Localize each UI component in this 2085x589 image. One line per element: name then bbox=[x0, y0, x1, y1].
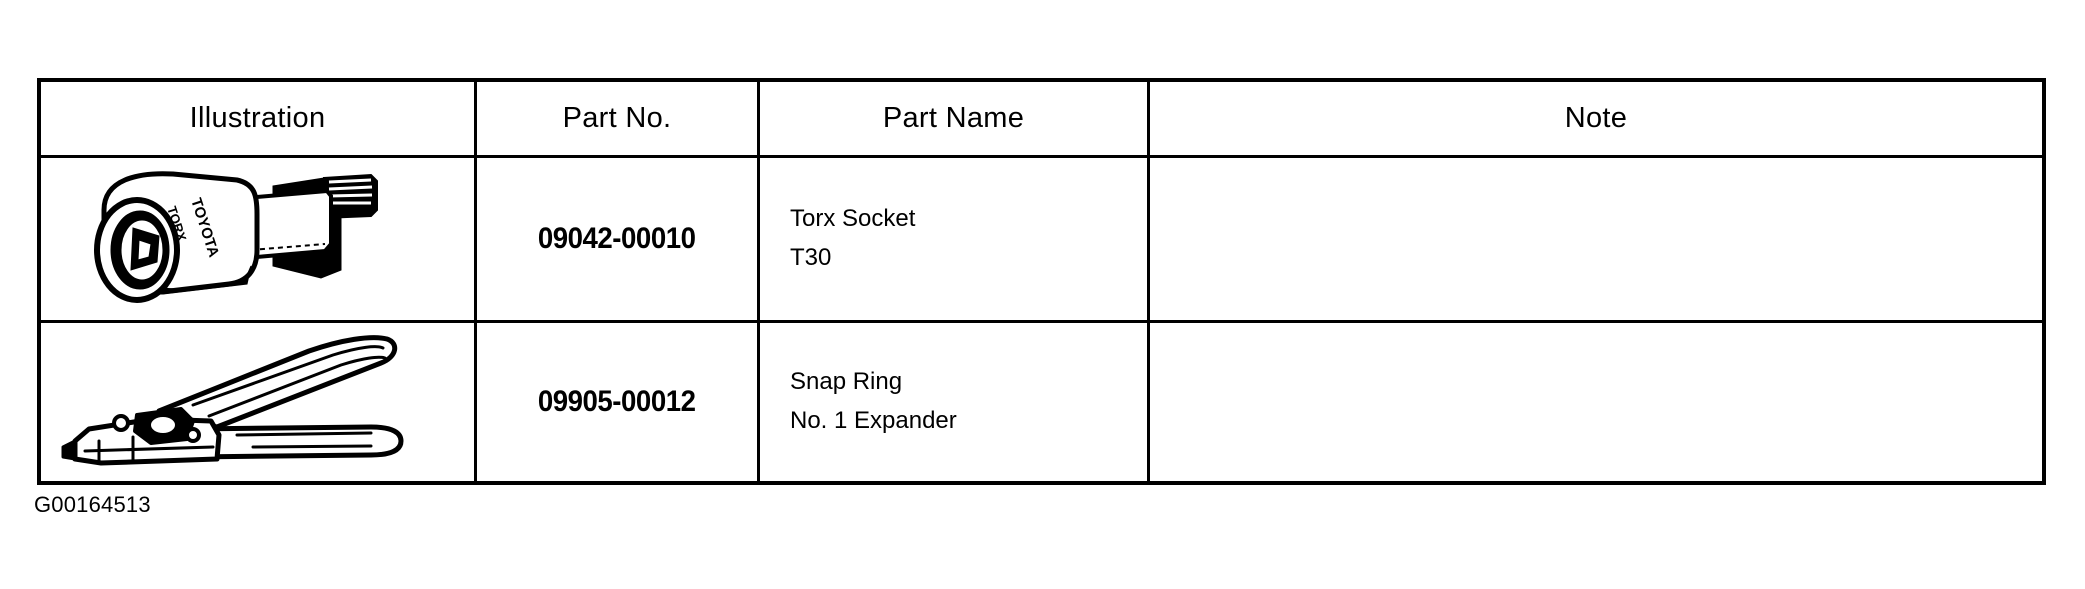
cell-part-no: 09905-00012 bbox=[477, 323, 757, 481]
table-row: 09905-00012 Snap Ring No. 1 Expander bbox=[41, 323, 2042, 481]
snap-ring-pliers-icon bbox=[41, 323, 474, 481]
cell-part-no: 09042-00010 bbox=[477, 158, 757, 320]
table-row: TOYOTA TORX 09042-00010 Torx Socket T30 bbox=[41, 158, 2042, 320]
cell-illustration: TOYOTA TORX bbox=[41, 158, 474, 320]
part-no-value: 09042-00010 bbox=[538, 222, 696, 255]
part-name-line: T30 bbox=[790, 244, 832, 271]
column-header-note: Note bbox=[1564, 102, 1628, 134]
table-row-divider bbox=[41, 320, 2042, 323]
cell-illustration bbox=[41, 323, 474, 481]
cell-part-name: Torx Socket T30 bbox=[760, 158, 1147, 320]
table-header-divider bbox=[41, 155, 2042, 158]
column-header-illustration: Illustration bbox=[189, 102, 326, 134]
table-column-divider-3 bbox=[1147, 82, 1150, 481]
table-column-divider-2 bbox=[757, 82, 760, 481]
part-no-value: 09905-00012 bbox=[538, 385, 696, 418]
cell-part-name: Snap Ring No. 1 Expander bbox=[760, 323, 1147, 481]
cell-note bbox=[1150, 323, 2042, 481]
part-name-line: No. 1 Expander bbox=[790, 407, 957, 434]
part-name-line: Snap Ring bbox=[790, 368, 903, 396]
cell-note bbox=[1150, 158, 2042, 320]
column-header-part-name: Part Name bbox=[882, 102, 1025, 134]
sst-parts-table: Illustration Part No. Part Name Note bbox=[37, 78, 2046, 485]
column-header-part-no: Part No. bbox=[562, 102, 672, 134]
part-name-line: Torx Socket bbox=[790, 205, 916, 233]
table-header-row: Illustration Part No. Part Name Note bbox=[41, 82, 2042, 155]
torx-socket-icon: TOYOTA TORX bbox=[41, 158, 474, 320]
figure-caption: G00164513 bbox=[34, 492, 151, 517]
table-column-divider-1 bbox=[474, 82, 477, 481]
